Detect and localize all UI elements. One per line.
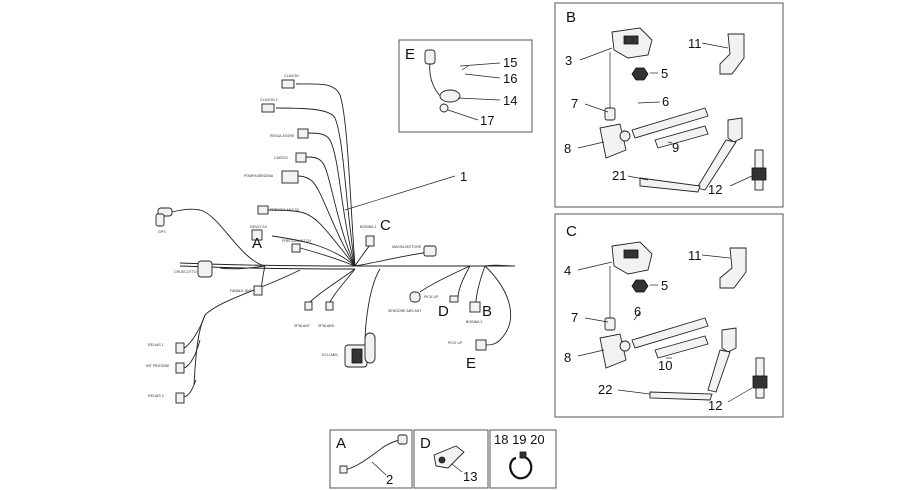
caption-c22: RELAIS 2 (148, 394, 164, 398)
box-e-part-16: 16 (503, 71, 517, 86)
box-c-label: C (566, 223, 577, 240)
caption-c23: GPS (158, 230, 166, 234)
box-e-part-15: 15 (503, 55, 517, 70)
ref-label-d: D (438, 303, 449, 320)
box-c-part-6: 6 (634, 304, 641, 319)
connector-spia-abs (325, 301, 334, 311)
caption-c15: SENSORE ABS ANT (388, 309, 422, 313)
connector-relais-2 (175, 392, 185, 404)
caption-c7: DEVIO SX (250, 225, 268, 229)
box-c-part-11: 11 (688, 248, 702, 263)
ref-label-c: C (380, 217, 391, 234)
caption-c19: ECU ABS (322, 353, 338, 357)
caption-c12: FANALE ANT (230, 289, 253, 293)
detail-box-a: A 2 (329, 429, 413, 489)
caption-c21: INT FRIZIONE (146, 364, 170, 368)
part-number-1: 1 (460, 169, 467, 184)
detail-box-c: C 4 5 6 7 8 10 11 12 22 (554, 213, 784, 418)
box-e-label: E (405, 46, 415, 63)
box-b-part-8: 8 (564, 141, 571, 156)
connector-cruscotto (197, 260, 213, 278)
caption-c11: CRUSCOTTO (174, 270, 197, 274)
connector-pick-up (449, 295, 459, 303)
caption-c1: CLAXON (284, 74, 299, 78)
caption-c5: POMPA BENZINA (244, 174, 274, 178)
box-b-part-6: 6 (662, 94, 669, 109)
box-d-part-13: 13 (463, 469, 477, 484)
main-harness: CLAXON CLAXON 2 REGULATORE CARICO POMPA … (146, 74, 516, 404)
caption-c16: PICK UP (424, 295, 439, 299)
connector-claxon (281, 79, 295, 89)
caption-c9: BOBINA 1 (360, 225, 376, 229)
box-c-part-4: 4 (564, 263, 571, 278)
caption-c10: MASSA MOTORE (392, 245, 422, 249)
caption-c14: SPIA ABS (318, 324, 335, 328)
box-a-label: A (336, 435, 346, 452)
connector-freccia-ant-sx (257, 205, 269, 215)
ref-label-e: E (466, 355, 476, 372)
connector-spia-ant (304, 301, 313, 311)
box-e-part-17: 17 (480, 113, 494, 128)
box-b-part-3: 3 (565, 53, 572, 68)
ecu-abs-connector (344, 332, 376, 368)
box-b-label: B (566, 9, 576, 26)
connector-pompa-benzina (281, 170, 299, 184)
caption-c2: CLAXON 2 (260, 98, 278, 102)
cable-tie-icon (509, 456, 533, 480)
caption-c3: REGULATORE (270, 134, 295, 138)
box-e-part-14: 14 (503, 93, 517, 108)
detail-box-clamp: 18 19 20 (489, 429, 557, 489)
connector-bobina-1 (365, 235, 375, 247)
ref-label-a: A (252, 235, 262, 252)
connector-devio-sx (251, 229, 263, 241)
box-b-part-12: 12 (708, 182, 722, 197)
box-b-part-21: 21 (612, 168, 626, 183)
box-clamp-parts-18-19-20: 18 19 20 (494, 432, 545, 447)
connector-relais-1 (175, 342, 185, 354)
box-b-part-11: 11 (688, 36, 702, 51)
caption-c20: RELAIS 1 (148, 343, 164, 347)
ref-label-b: B (482, 303, 492, 320)
connector-sensore-abs (409, 291, 421, 303)
box-a-part-2: 2 (386, 472, 393, 487)
box-c-part-10: 10 (658, 358, 672, 373)
box-c-part-12: 12 (708, 398, 722, 413)
connector-massa-motore (423, 245, 437, 257)
box-c-part-5: 5 (661, 278, 668, 293)
connector-pick-up-e (475, 339, 487, 351)
caption-c8: FRECCIA ANT DX (282, 239, 312, 243)
caption-c17: BOBINA 2 (466, 320, 482, 324)
caption-c4: CARICO (274, 156, 288, 160)
detail-box-d: D 13 (413, 429, 489, 489)
connector-bobina-2 (469, 301, 481, 313)
caption-c6: FRECCIA ANT SX (270, 208, 300, 212)
box-c-part-8: 8 (564, 350, 571, 365)
box-b-part-9: 9 (672, 140, 679, 155)
detail-box-b: B 3 5 6 7 8 (554, 2, 784, 208)
box-c-part-22: 22 (598, 382, 612, 397)
connector-fanale-ant (253, 285, 263, 296)
box-c-part-7: 7 (571, 310, 578, 325)
box-b-part-7: 7 (571, 96, 578, 111)
connector-claxon-2 (261, 103, 275, 113)
box-d-label: D (420, 435, 431, 452)
detail-box-e: E 15 16 14 17 (398, 39, 533, 133)
gps-antenna (155, 207, 173, 227)
box-b-part-5: 5 (661, 66, 668, 81)
connector-int-frizione (175, 362, 185, 374)
connector-regulatore (297, 128, 309, 139)
connector-carico (295, 152, 307, 163)
caption-c13: SPIA ANT (294, 324, 311, 328)
connector-freccia-ant-dx (291, 243, 301, 253)
caption-c18: PICK UP (448, 341, 463, 345)
